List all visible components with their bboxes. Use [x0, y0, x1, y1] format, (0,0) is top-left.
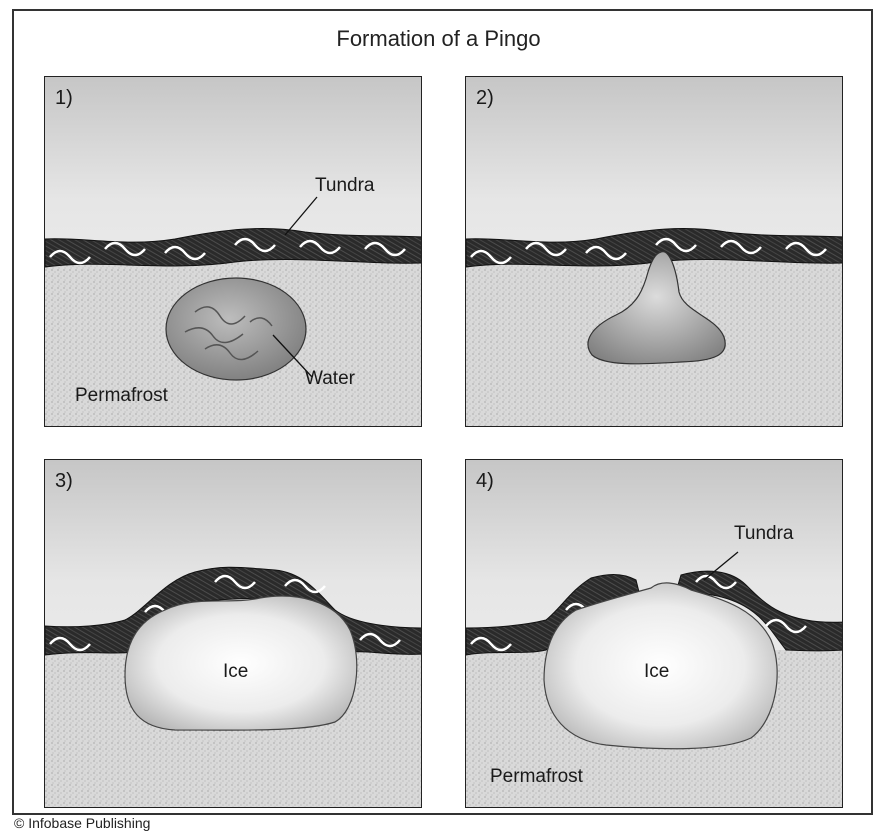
ice-label: Ice [223, 661, 248, 683]
panel-4-illustration [466, 460, 843, 808]
permafrost-label: Permafrost [75, 385, 168, 407]
panel-4: 4) Tundra Ice Permafrost [465, 459, 843, 808]
panel-4-number: 4) [476, 470, 494, 493]
panel-3-number: 3) [55, 470, 73, 493]
water-pocket [166, 278, 306, 380]
panel-3-illustration [45, 460, 422, 808]
panel-2-number: 2) [476, 87, 494, 110]
panel-1: 1) Tundra Water Permafrost [44, 76, 422, 427]
panel-1-illustration [45, 77, 422, 427]
ice-label: Ice [644, 661, 669, 683]
water-label: Water [305, 368, 355, 390]
panel-2-illustration [466, 77, 843, 427]
panel-2: 2) [465, 76, 843, 427]
panel-1-number: 1) [55, 87, 73, 110]
tundra-label: Tundra [734, 523, 794, 545]
panel-3: 3) Ice [44, 459, 422, 808]
permafrost-label: Permafrost [490, 766, 583, 788]
diagram-title: Formation of a Pingo [0, 26, 877, 52]
copyright-notice: © Infobase Publishing [14, 815, 150, 831]
tundra-label: Tundra [315, 175, 375, 197]
